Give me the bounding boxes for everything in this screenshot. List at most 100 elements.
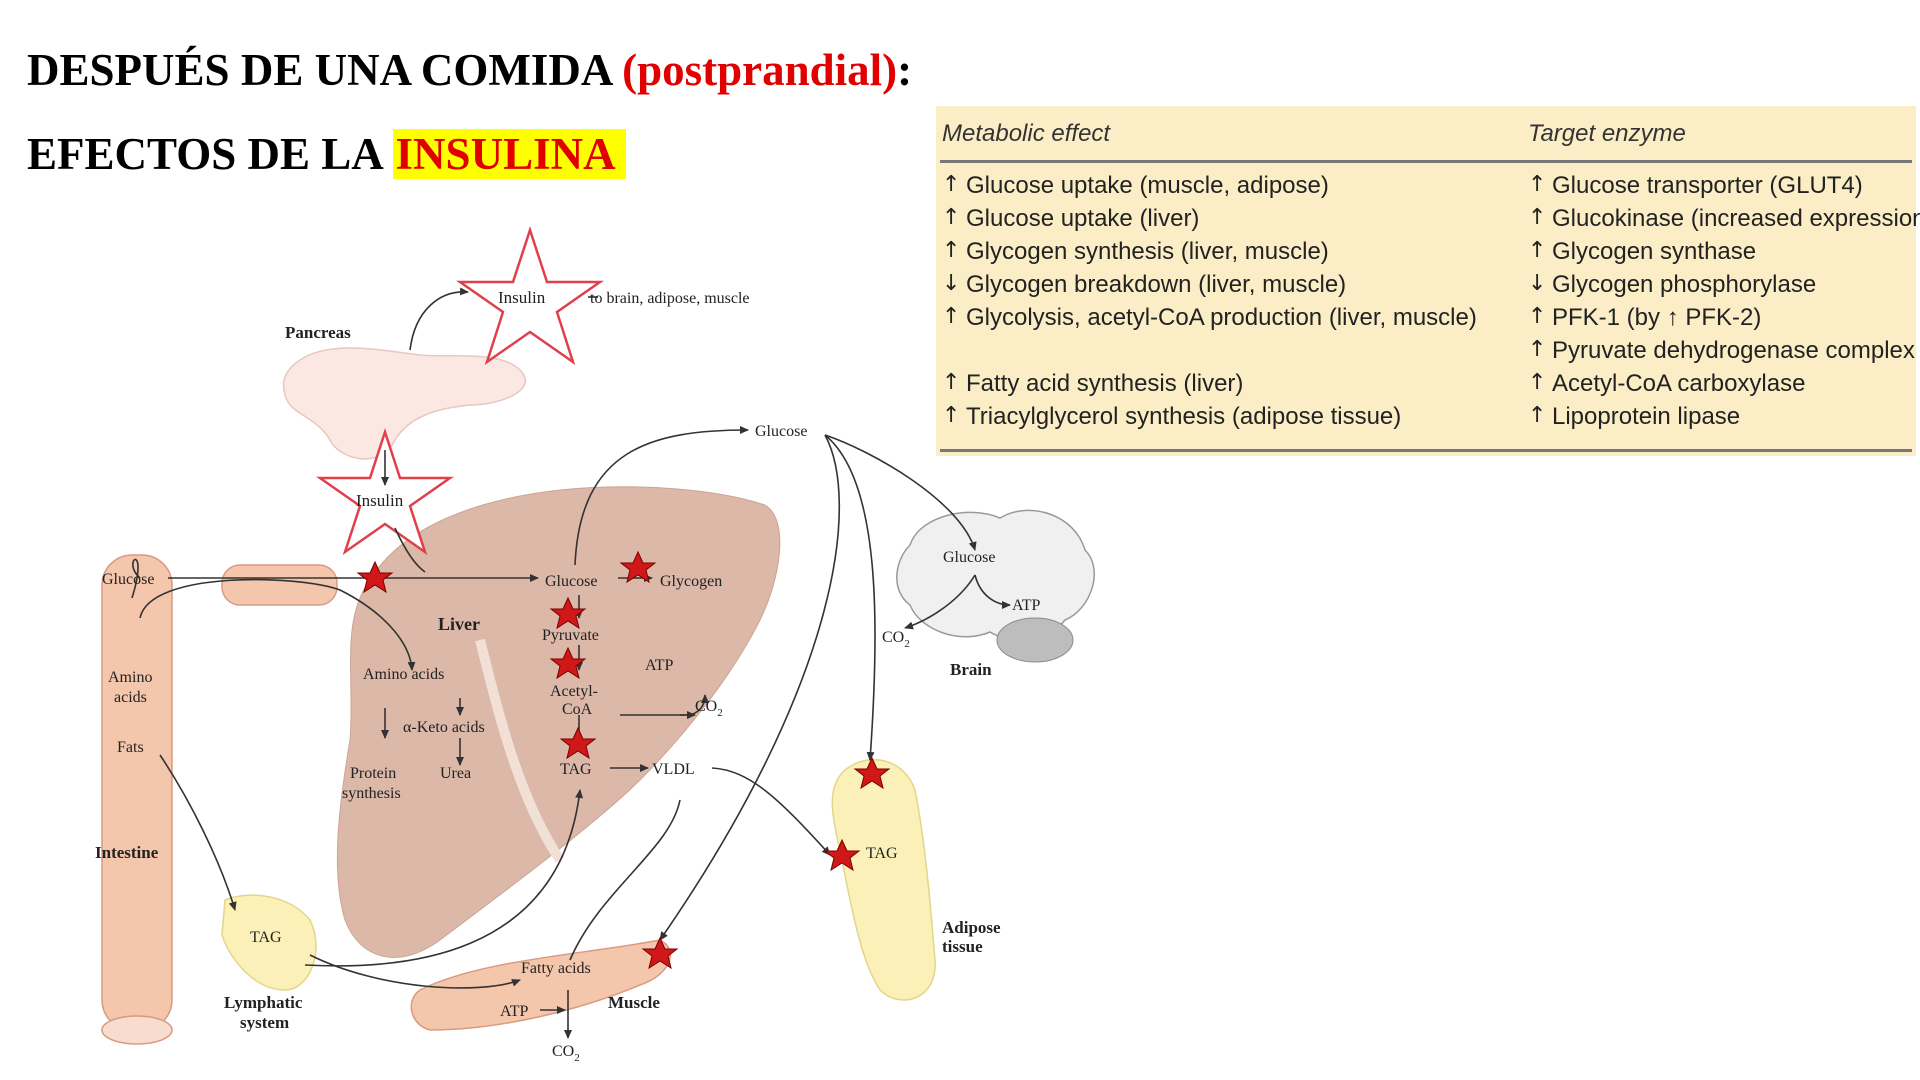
label-amino-acids-liver: Amino acids	[363, 666, 444, 683]
label-pyruvate: Pyruvate	[542, 627, 599, 644]
label-glycogen: Glycogen	[660, 573, 722, 590]
title-part-2: EFECTOS DE LA	[27, 129, 393, 179]
label-atp-brain: ATP	[1012, 597, 1041, 614]
header-metabolic-effect: Metabolic effect	[942, 120, 1111, 147]
label-co2-muscle: CO2	[552, 1043, 580, 1064]
label-co2-muscle-sub: 2	[574, 1052, 580, 1064]
enzyme-arrow: ↑	[1528, 370, 1547, 395]
effect-cell: Triacylglycerol synthesis (adipose tissu…	[966, 403, 1402, 430]
label-insulin-top: Insulin	[498, 288, 546, 307]
effect-arrow: ↑	[942, 304, 961, 329]
lymphatic-shape	[221, 894, 317, 991]
label-protein-1: Protein	[350, 765, 396, 782]
label-atp-liver: ATP	[645, 657, 674, 674]
label-glucose-intestine: Glucose	[102, 571, 154, 588]
label-atp-muscle: ATP	[500, 1003, 529, 1020]
label-acetylcoa-1: Acetyl-	[550, 683, 598, 700]
enzyme-cell: Acetyl-CoA carboxylase	[1552, 370, 1806, 397]
enzyme-arrow: ↓	[1528, 271, 1547, 296]
enzyme-cell: Lipoprotein lipase	[1552, 403, 1741, 430]
intestine-tube	[101, 554, 173, 1031]
table-row: ↑ Glycolysis, acetyl-CoA production (liv…	[936, 304, 1916, 337]
enzyme-arrow: ↑	[1528, 205, 1547, 230]
label-adipose-1: Adipose	[942, 918, 1001, 937]
brain-shape	[896, 509, 1095, 640]
effect-arrow: ↑	[942, 172, 961, 197]
metabolic-effects-table: Metabolic effect Target enzyme ↑ Glucose…	[936, 106, 1920, 456]
cerebellum-shape	[996, 617, 1074, 663]
insulin-star-top	[456, 225, 604, 366]
effect-star-glycogen	[619, 550, 657, 584]
header-target-enzyme: Target enzyme	[1528, 120, 1686, 147]
effect-arrow: ↓	[942, 271, 961, 296]
effect-cell: Glucose uptake (liver)	[966, 205, 1200, 232]
label-co2-liver-sub: 2	[717, 707, 723, 719]
effect-star-muscle	[641, 936, 679, 970]
pancreas-shape	[282, 347, 527, 460]
label-brain: Brain	[950, 660, 992, 679]
label-glucose-brain: Glucose	[943, 549, 995, 566]
label-co2-liver-text: CO	[695, 698, 717, 715]
table-rule-bottom	[940, 449, 1912, 452]
title-colon: :	[897, 45, 913, 95]
table-row: ↓ Glycogen breakdown (liver, muscle) ↓ G…	[936, 271, 1916, 304]
page-title-line-1: DESPUÉS DE UNA COMIDA (postprandial):	[27, 44, 912, 96]
pathway-arrows	[131, 287, 1011, 1039]
label-glucose-liver: Glucose	[545, 573, 597, 590]
label-glucose-blood: Glucose	[755, 423, 807, 440]
label-co2-liver: CO2	[695, 698, 723, 719]
enzyme-arrow: ↑	[1528, 304, 1547, 329]
enzyme-arrow: ↑	[1528, 403, 1547, 428]
effect-star-adipose-tag	[823, 838, 861, 872]
enzyme-arrow: ↑	[1528, 337, 1547, 362]
label-tag-adipose: TAG	[866, 845, 898, 862]
label-fats: Fats	[117, 739, 144, 756]
enzyme-cell: Glycogen phosphorylase	[1552, 271, 1817, 298]
effect-cell: Glucose uptake (muscle, adipose)	[966, 172, 1329, 199]
intestine-end	[101, 1015, 173, 1045]
title-insulina-highlight: INSULINA	[392, 129, 626, 179]
table-rule-top	[940, 160, 1912, 163]
table-row: ↑ Triacylglycerol synthesis (adipose tis…	[936, 403, 1916, 436]
table-header: Metabolic effect Target enzyme	[936, 106, 1916, 160]
enzyme-arrow: ↑	[1528, 238, 1547, 263]
label-keto-acids: α-Keto acids	[403, 719, 485, 736]
label-co2-brain: CO2	[882, 629, 910, 650]
label-intestine: Intestine	[95, 843, 159, 862]
label-lymphatic-2: system	[240, 1013, 289, 1032]
label-amino-intestine-1: Amino	[108, 669, 152, 686]
effect-cell: Glycogen breakdown (liver, muscle)	[966, 271, 1347, 298]
label-adipose-2: tissue	[942, 937, 983, 956]
label-lymphatic-1: Lymphatic	[224, 993, 303, 1012]
enzyme-cell: Glycogen synthase	[1552, 238, 1757, 265]
label-co2-muscle-text: CO	[552, 1043, 574, 1060]
effect-arrow: ↑	[942, 403, 961, 428]
label-co2-brain-sub: 2	[904, 638, 910, 650]
insulin-star-middle	[316, 427, 454, 556]
label-pancreas: Pancreas	[285, 323, 351, 342]
title-postprandial: (postprandial)	[622, 45, 898, 95]
label-muscle: Muscle	[608, 993, 660, 1012]
table-row: ↑ Glucose uptake (muscle, adipose) ↑ Glu…	[936, 172, 1916, 205]
effect-cell: Fatty acid synthesis (liver)	[966, 370, 1244, 397]
portal-vessel	[221, 564, 338, 606]
label-co2-brain-text: CO	[882, 629, 904, 646]
label-protein-2: synthesis	[342, 785, 401, 802]
label-liver: Liver	[438, 614, 480, 634]
insulin-metabolism-diagram: Insulin to brain, adipose, muscle Pancre…	[95, 225, 1095, 1064]
effect-arrow: ↑	[942, 238, 961, 263]
effect-star-acetylcoa	[549, 646, 587, 680]
label-to-targets: to brain, adipose, muscle	[590, 290, 750, 307]
label-fatty-acids: Fatty acids	[521, 960, 591, 977]
adipose-shape	[831, 758, 936, 1001]
enzyme-cell: Glucose transporter (GLUT4)	[1552, 172, 1863, 199]
effect-arrow: ↑	[942, 370, 961, 395]
enzyme-arrow: ↑	[1528, 172, 1547, 197]
label-acetylcoa-2: CoA	[562, 701, 593, 718]
effect-star-tag	[559, 726, 597, 760]
enzyme-cell: PFK-1 (by ↑ PFK-2)	[1552, 304, 1762, 331]
effect-cell: Glycolysis, acetyl-CoA production (liver…	[966, 304, 1477, 331]
effect-cell: Glycogen synthesis (liver, muscle)	[966, 238, 1329, 265]
label-insulin-middle: Insulin	[356, 491, 404, 510]
effect-star-portal	[356, 560, 394, 594]
